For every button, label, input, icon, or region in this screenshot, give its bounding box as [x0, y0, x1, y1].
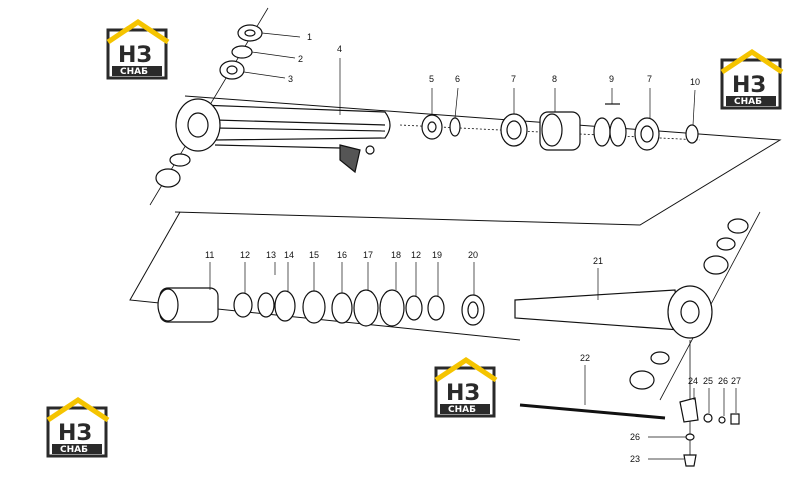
callout-9: 9 [609, 74, 614, 84]
parts-5-to-10 [421, 103, 699, 151]
logo-sub-text: СНАБ [120, 67, 148, 77]
callout-7a: 7 [511, 74, 516, 84]
callout-3: 3 [288, 74, 293, 84]
callout-6: 6 [455, 74, 460, 84]
parts-11-to-20 [157, 287, 485, 327]
cylinder-barrel [175, 98, 391, 174]
callout-5: 5 [429, 74, 434, 84]
logo-main-text: НЗ [446, 381, 480, 406]
logo-main-text: НЗ [732, 73, 766, 98]
callout-18: 18 [391, 250, 401, 260]
callout-25: 25 [703, 376, 713, 386]
callout-24: 24 [688, 376, 698, 386]
callout-2: 2 [298, 54, 303, 64]
callout-27: 27 [731, 376, 741, 386]
watermark-logo-top-right: НЗ СНАБ [722, 52, 782, 108]
parts-22-to-27 [519, 397, 740, 467]
callout-23: 23 [630, 454, 640, 464]
callout-19: 19 [432, 250, 442, 260]
logo-main-text: НЗ [118, 43, 152, 68]
callout-22: 22 [580, 353, 590, 363]
callout-26a: 26 [718, 376, 728, 386]
logo-sub-text: СНАБ [734, 97, 762, 107]
callout-15: 15 [309, 250, 319, 260]
callout-16: 16 [337, 250, 347, 260]
watermark-logo-top-left: НЗ СНАБ [108, 22, 168, 78]
callout-10: 10 [690, 77, 700, 87]
callout-8: 8 [552, 74, 557, 84]
callout-17: 17 [363, 250, 373, 260]
logo-sub-text: СНАБ [448, 405, 476, 415]
top-plane-outline [174, 95, 782, 226]
callout-labels: 1 2 3 4 5 6 7 8 9 7 10 11 12 13 14 15 16… [205, 32, 741, 464]
callout-7b: 7 [647, 74, 652, 84]
bottom-plane-outline [129, 211, 521, 341]
callout-14: 14 [284, 250, 294, 260]
callout-12b: 12 [411, 250, 421, 260]
callout-12a: 12 [240, 250, 250, 260]
piston-rod [514, 218, 749, 390]
callout-26b: 26 [630, 432, 640, 442]
logo-main-text: НЗ [58, 421, 92, 446]
callout-20: 20 [468, 250, 478, 260]
callout-21: 21 [593, 256, 603, 266]
callout-1: 1 [307, 32, 312, 42]
callout-13: 13 [266, 250, 276, 260]
callout-11: 11 [205, 250, 214, 260]
leader-lines [209, 32, 737, 460]
watermark-logo-bottom-left: НЗ СНАБ [48, 400, 108, 456]
watermark-logo-center: НЗ СНАБ [436, 360, 496, 416]
callout-4: 4 [337, 44, 342, 54]
parts-1-2-3 [155, 24, 263, 188]
logo-sub-text: СНАБ [60, 445, 88, 455]
